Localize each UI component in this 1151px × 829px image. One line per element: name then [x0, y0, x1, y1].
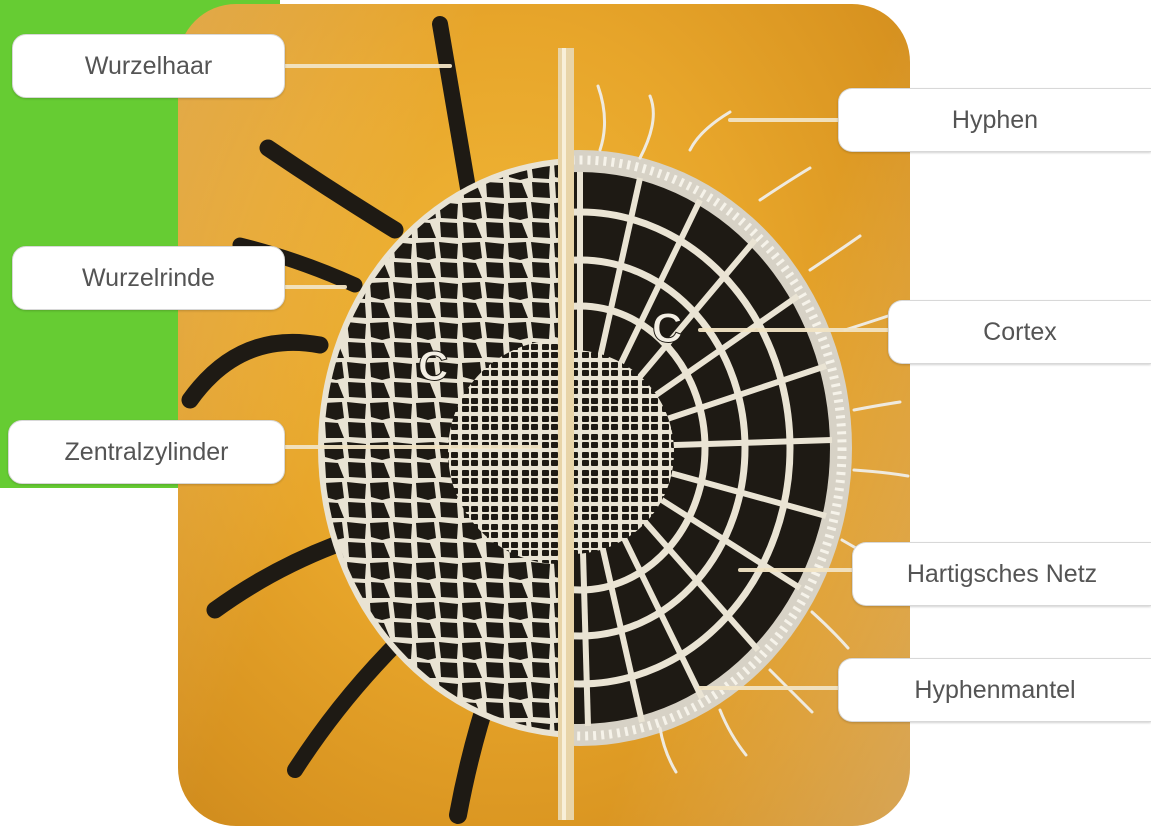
- label-zentralzylinder: Zentralzylinder: [8, 420, 285, 484]
- label-wurzelrinde: Wurzelrinde: [12, 246, 285, 310]
- cortex-marker-right: C: [652, 304, 682, 351]
- label-hyphenmantel: Hyphenmantel: [838, 658, 1151, 722]
- label-hartigsches-netz: Hartigsches Netz: [852, 542, 1151, 606]
- label-wurzelhaar: Wurzelhaar: [12, 34, 285, 98]
- cortex-marker-left: C: [418, 342, 448, 389]
- label-hyphen: Hyphen: [838, 88, 1151, 152]
- center-divider: [558, 48, 574, 820]
- label-cortex: Cortex: [888, 300, 1151, 364]
